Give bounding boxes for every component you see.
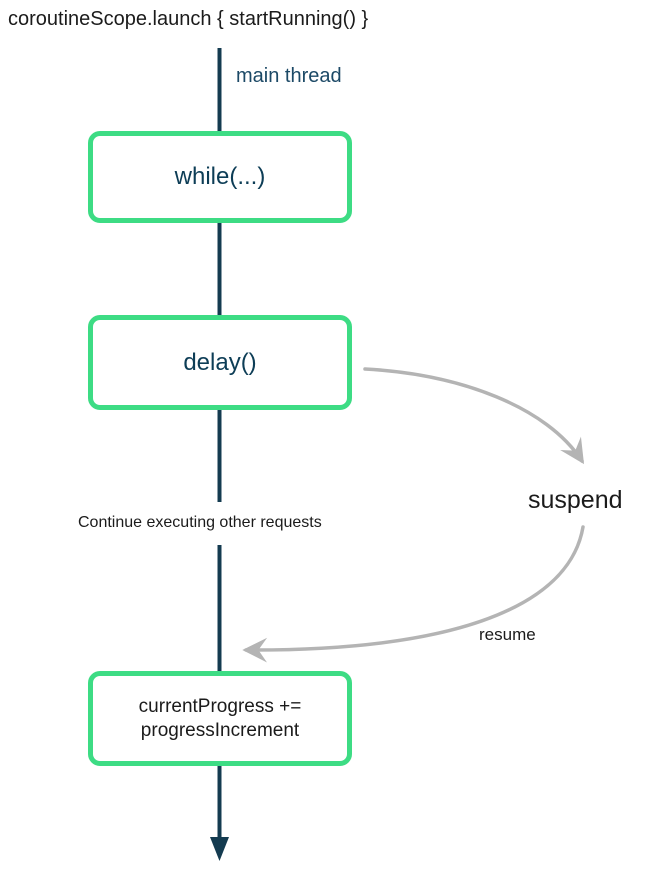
suspend-label: suspend [528,486,623,514]
suspend-arrow [363,367,585,465]
delay-box: delay() [88,315,352,410]
progress-increment-label: currentProgress += progressIncrement [138,695,302,741]
delay-label: delay() [183,348,257,376]
down-arrowhead-icon [210,837,229,861]
continue-executing-label: Continue executing other requests [78,514,322,531]
resume-label: resume [479,625,536,644]
resume-arrow [242,525,585,663]
while-loop-label: while(...) [174,163,266,190]
while-loop-box: while(...) [88,131,352,223]
progress-increment-box: currentProgress += progressIncrement [88,671,352,766]
diagram-title: coroutineScope.launch { startRunning() } [8,8,369,30]
main-thread-label: main thread [236,65,342,87]
